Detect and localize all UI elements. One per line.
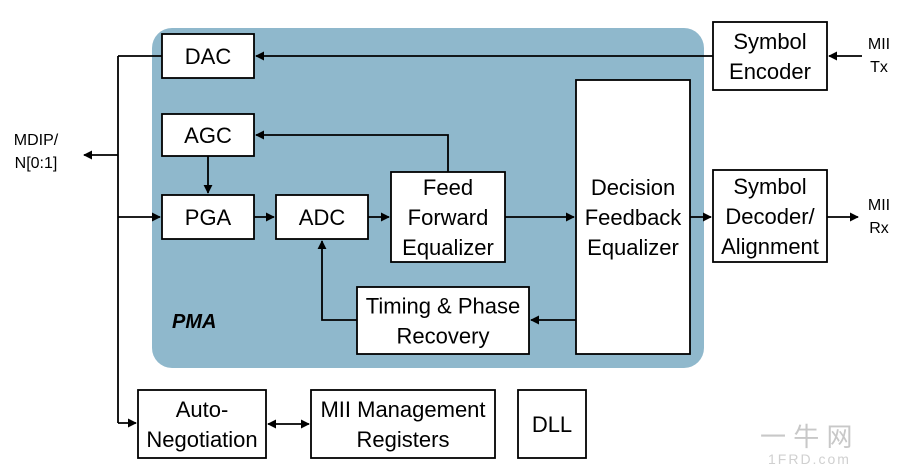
dll-box-rect xyxy=(517,389,587,459)
mdip-label-line: N[0:1] xyxy=(15,155,58,172)
mii_tx-label-line: MII xyxy=(868,36,890,53)
dfe-label-line: Equalizer xyxy=(587,235,679,260)
mdip-label-line: MDIP/ xyxy=(14,132,59,149)
ffe-label-line: Forward xyxy=(408,205,489,230)
dac-label-line: DAC xyxy=(185,44,232,69)
sym_dec-label-line: Alignment xyxy=(721,234,819,259)
sym_dec-label-line: Symbol xyxy=(733,174,806,199)
autoneg-label-line: Negotiation xyxy=(146,427,257,452)
agc-label-line: AGC xyxy=(184,123,232,148)
adc-label-line: ADC xyxy=(299,205,346,230)
mii-tx-label: MII Tx xyxy=(868,36,890,76)
autoneg-box-rect xyxy=(137,389,267,459)
dfe-box-rect xyxy=(575,79,691,355)
sym_enc-box-rect xyxy=(712,21,828,91)
dll-label-line: DLL xyxy=(532,412,572,437)
sym_enc-label-line: Encoder xyxy=(729,59,811,84)
autoneg-label-line: Auto- xyxy=(176,397,229,422)
watermark-sub: 1FRD.com xyxy=(768,451,851,467)
dfe-label-line: Decision xyxy=(591,175,675,200)
dfe-label-line: Feedback xyxy=(585,205,683,230)
dll-block: DLL xyxy=(517,389,587,459)
wire-timing-to-adc xyxy=(317,240,357,321)
auto-negotiation-block: Auto- Negotiation xyxy=(137,389,267,459)
sym_dec-box-rect xyxy=(712,169,828,263)
pma-label: PMA xyxy=(172,311,216,333)
ffe-label-line: Equalizer xyxy=(402,235,494,260)
mii_mgmt-box-rect xyxy=(310,389,496,459)
mdip-label: MDIP/N[0:1] xyxy=(14,132,59,172)
agc-block: AGC xyxy=(161,113,255,157)
sym_enc-label-line: Symbol xyxy=(733,29,806,54)
timing-label-line: Timing & Phase xyxy=(366,294,520,319)
mii_mgmt-label-line: Registers xyxy=(357,427,450,452)
mii_rx-label-line: MII xyxy=(868,197,890,214)
connections xyxy=(83,51,862,429)
mii_mgmt-label-line: MII Management xyxy=(320,397,485,422)
sym_dec-label-line: Decoder/ xyxy=(725,204,815,229)
pga-block: PGA xyxy=(161,194,255,240)
adc-block: ADC xyxy=(275,194,369,240)
timing-label-line: Recovery xyxy=(397,324,490,349)
timing-box-rect xyxy=(356,286,530,355)
dac-box-rect xyxy=(161,33,255,79)
ffe-label-line: Feed xyxy=(423,175,473,200)
mii_rx-label-line: Rx xyxy=(869,220,889,237)
mii_tx-label-line: Tx xyxy=(870,59,888,76)
dac-block: DAC xyxy=(161,33,255,79)
watermark-text: 一 牛 网 xyxy=(760,422,852,452)
mii-rx-label: MII Rx xyxy=(868,197,890,237)
pga-label-line: PGA xyxy=(185,205,232,230)
wire-ffe-to-agc xyxy=(255,130,449,172)
